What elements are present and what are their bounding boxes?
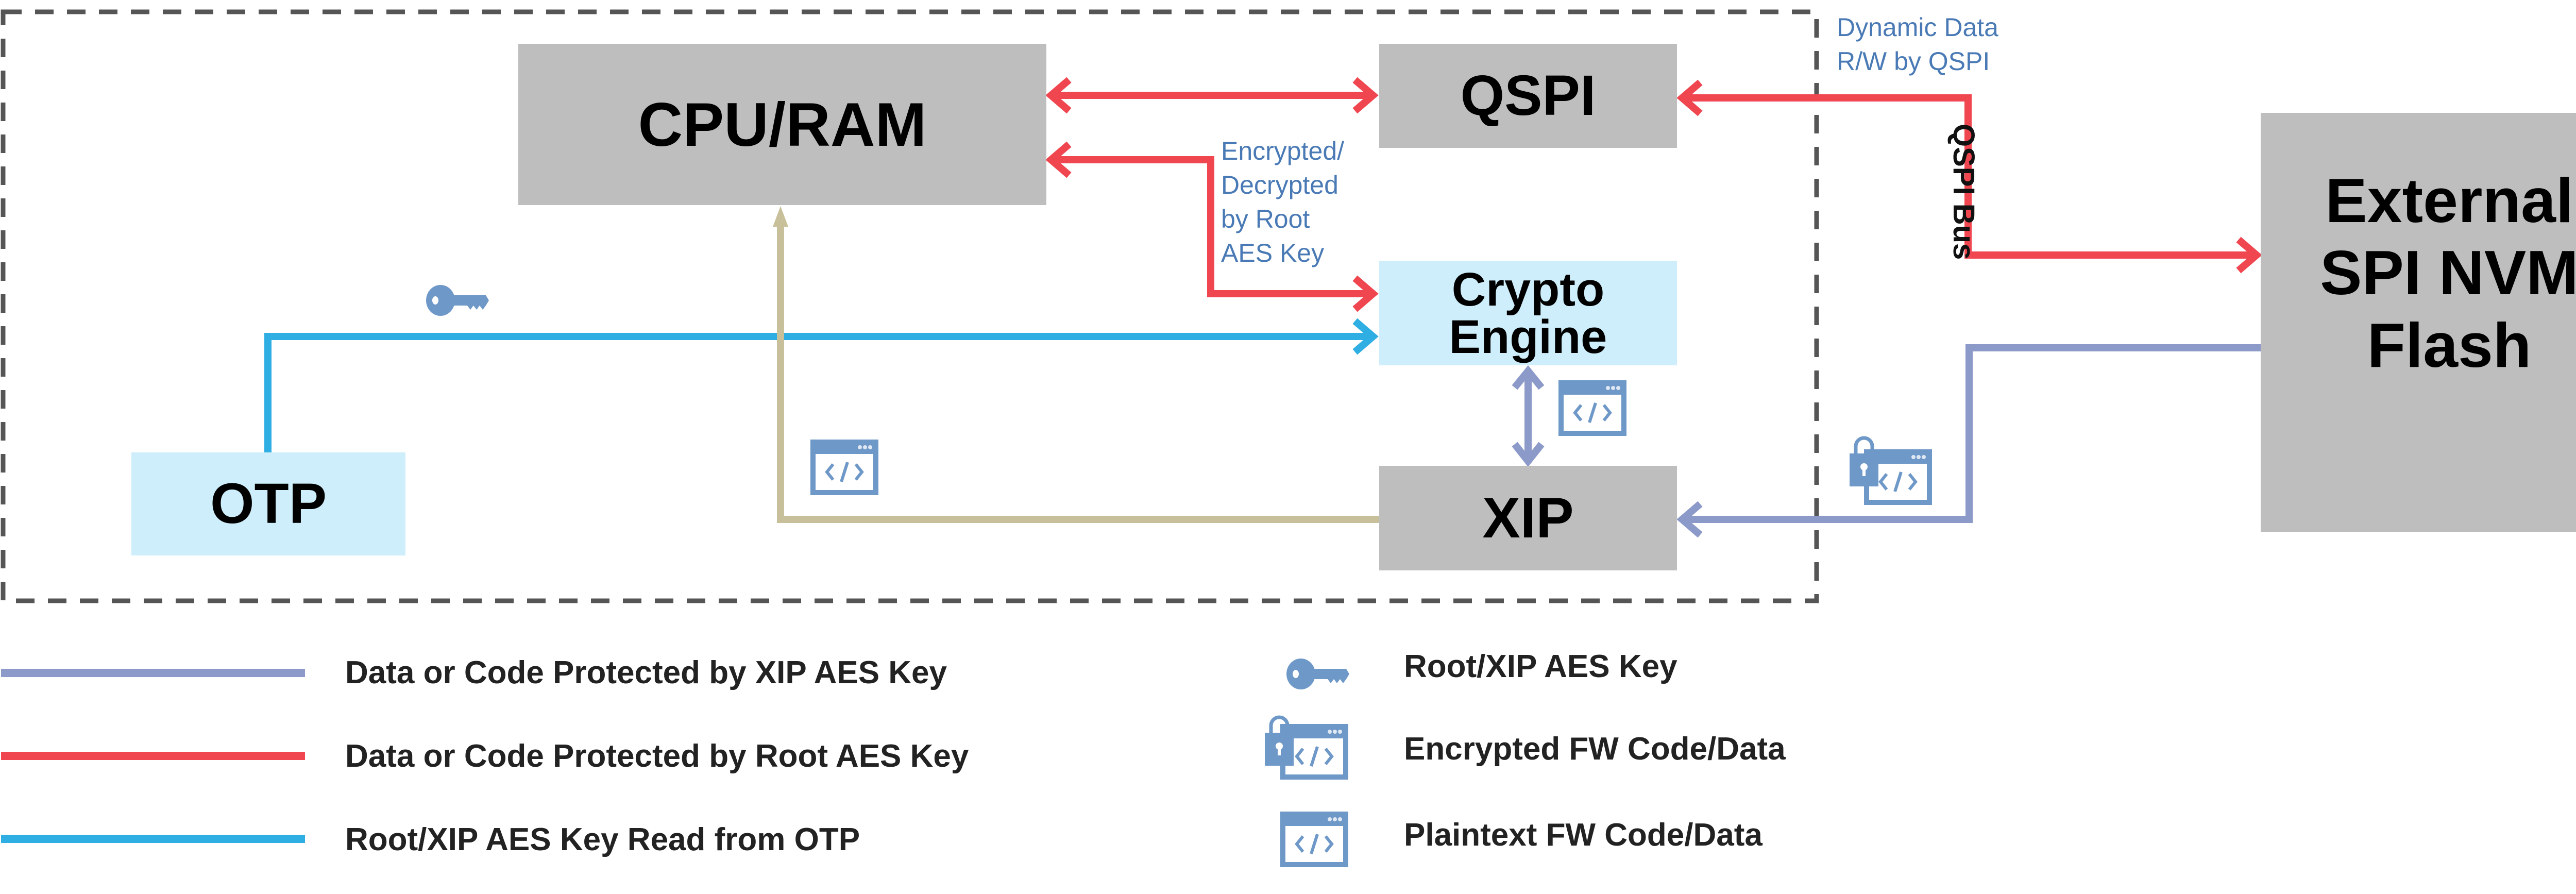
legend-label-xip: Data or Code Protected by XIP AES Key: [345, 655, 947, 690]
plaintext-arrowhead: [773, 206, 788, 227]
note-line: AES Key: [1221, 239, 1325, 267]
plaintext-code-icon: [810, 440, 878, 495]
external-flash-label-line1: External: [2325, 165, 2573, 235]
legend-label-root: Data or Code Protected by Root AES Key: [345, 738, 969, 774]
crypto-engine-label-line2: Engine: [1449, 310, 1607, 363]
key-icon: [426, 285, 489, 316]
qspi-label: QSPI: [1460, 64, 1596, 127]
legend-label-encrypted: Encrypted FW Code/Data: [1404, 731, 1786, 767]
soc-boundary: [1, 9, 1819, 603]
legend-line-otp: [1, 835, 305, 843]
otp-block: OTP: [131, 452, 405, 555]
xip-key-path-external-xip: [1676, 344, 2261, 538]
note-line: Decrypted: [1221, 171, 1338, 199]
cpu-ram-label: CPU/RAM: [638, 90, 927, 159]
legend-line-xip: [1, 669, 305, 677]
note-line: Encrypted/: [1221, 137, 1345, 165]
note-line: R/W by QSPI: [1837, 47, 1990, 76]
root-key-path-cpu-qspi: [1045, 77, 1379, 114]
note-line: by Root: [1221, 205, 1310, 233]
external-flash-label-line3: Flash: [2367, 310, 2532, 380]
otp-key-path: [264, 318, 1379, 452]
xip-block: XIP: [1379, 466, 1677, 570]
cpu-ram-block: CPU/RAM: [518, 44, 1046, 205]
crypto-engine-label-line1: Crypto: [1451, 263, 1605, 316]
otp-label: OTP: [210, 472, 327, 535]
xip-key-path-crypto-xip: [1512, 365, 1545, 467]
qspi-bus-label: QSPI Bus: [1947, 124, 1980, 260]
external-flash-block: External SPI NVM Flash: [2261, 113, 2576, 532]
plaintext-code-icon: [1280, 812, 1348, 867]
encrypted-code-icon: [1850, 438, 1932, 505]
plaintext-code-icon: [1558, 380, 1626, 436]
root-key-path-cpu-crypto: [1045, 141, 1379, 312]
external-flash-label-line2: SPI NVM: [2320, 238, 2576, 308]
legend-label-key: Root/XIP AES Key: [1404, 649, 1677, 684]
plaintext-path-xip-cpu: [777, 216, 1379, 523]
encrypted-code-icon: [1265, 717, 1348, 780]
encrypted-decrypted-note: Encrypted/ Decrypted by Root AES Key: [1221, 134, 1344, 270]
xip-label: XIP: [1482, 486, 1574, 550]
note-line: Dynamic Data: [1837, 13, 1998, 42]
qspi-bus-path: [1676, 79, 2262, 274]
dynamic-data-note: Dynamic Data R/W by QSPI: [1837, 10, 1998, 78]
crypto-engine-block: Crypto Engine: [1379, 261, 1677, 365]
qspi-block: QSPI: [1379, 44, 1677, 148]
key-icon: [1286, 659, 1349, 689]
legend-label-plaintext: Plaintext FW Code/Data: [1404, 817, 1762, 853]
legend-line-root: [1, 752, 305, 760]
legend-label-otp: Root/XIP AES Key Read from OTP: [345, 822, 860, 857]
